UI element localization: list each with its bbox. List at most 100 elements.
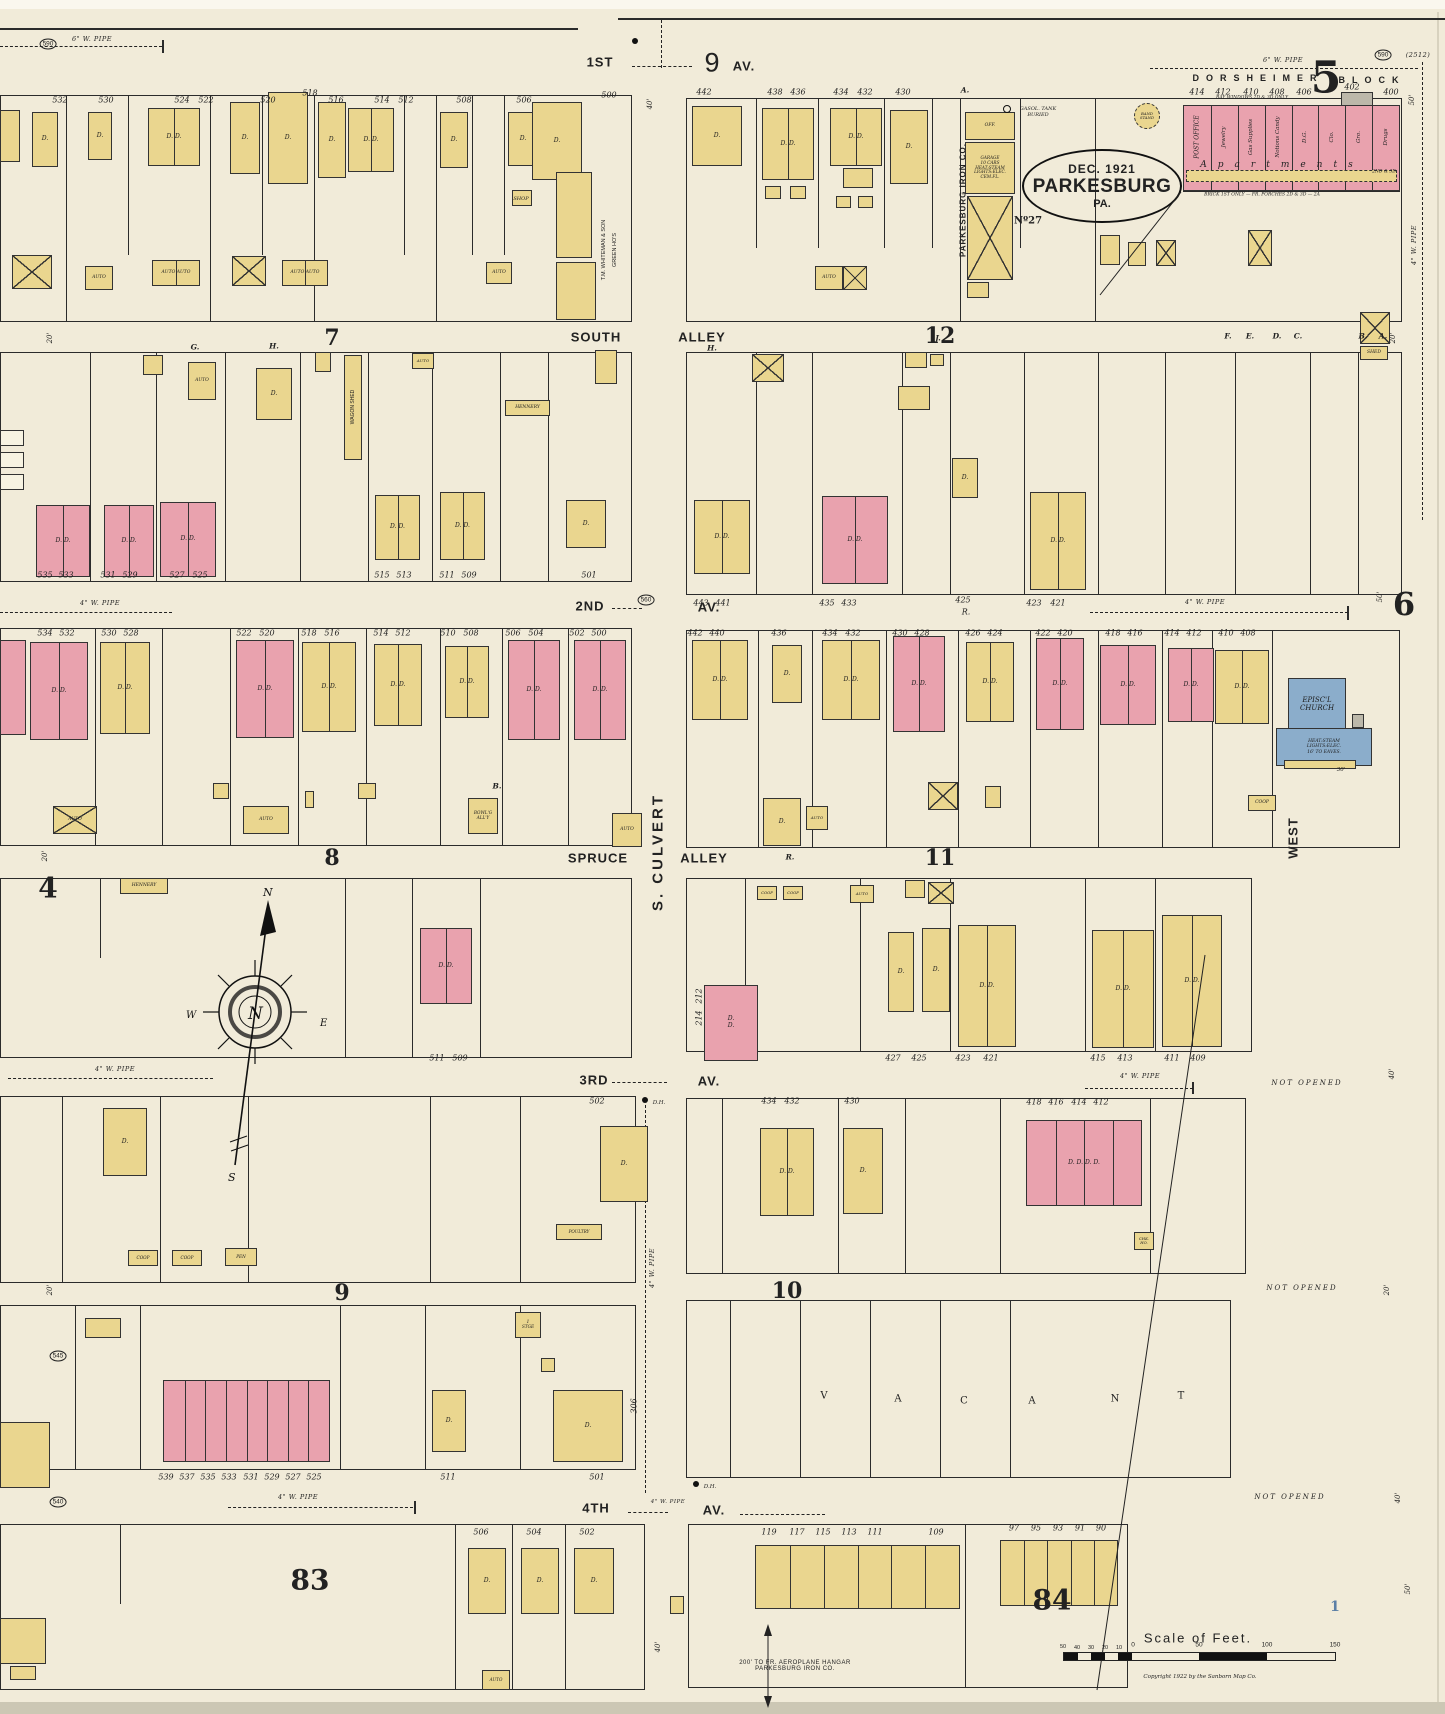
building: BAND STAND (1134, 103, 1160, 129)
lot-line (160, 1096, 162, 1283)
water-pipe-line (228, 1507, 413, 1508)
house-number: 432 (857, 87, 873, 97)
copyright-notice: Copyright 1922 by the Sanborn Map Co. (1143, 1674, 1257, 1680)
lot-line (455, 1524, 457, 1690)
building: D. D. (30, 642, 88, 740)
street-width: 40' (1394, 1492, 1402, 1504)
house-number: 527 (285, 1472, 301, 1482)
block-number-4: 4 (38, 871, 58, 905)
parkesburg-iron-co-label: PARKESBURG IRON CO. (958, 143, 968, 257)
house-number: 424 (987, 628, 1003, 638)
building-unit-divider (1210, 106, 1212, 190)
building-unit-divider (287, 1381, 289, 1461)
building-unit-divider (125, 643, 126, 733)
building (1248, 230, 1272, 266)
house-number: 516 (328, 95, 344, 105)
building (0, 1422, 50, 1488)
building-unit-divider (1345, 106, 1347, 190)
title-oval: DEC. 1921 PARKESBURG PA. (1022, 149, 1182, 223)
house-number: 500 (591, 628, 607, 638)
building-unit-divider (1318, 106, 1320, 190)
scale-bar-segment (1105, 1653, 1118, 1660)
building: AUTO AUTO (152, 260, 200, 286)
lot-line (504, 95, 506, 255)
building: COOP (1248, 795, 1276, 811)
building-label: HENNERY (131, 883, 157, 889)
lot-line (230, 628, 232, 846)
building-unit-divider (1058, 493, 1059, 589)
city-block (686, 878, 1252, 1052)
building-label: AUTO (822, 275, 836, 281)
house-number: 412 (1215, 87, 1231, 97)
wagon-shed-label: WAGON SHED (350, 389, 356, 425)
water-pipe-label: 4" W. PIPE (1185, 598, 1225, 606)
lot-letter: B. (1358, 331, 1368, 341)
building: D. D. (966, 642, 1014, 722)
lot-line (120, 1524, 122, 1604)
house-number: 109 (928, 1527, 944, 1537)
building-unit-divider (823, 1546, 825, 1608)
lot-line (502, 628, 504, 846)
street-width: 50' (1376, 591, 1384, 603)
house-number: 412 (1186, 628, 1202, 638)
utility-marker: 590 (1374, 49, 1392, 61)
house-number: 535 (200, 1472, 216, 1482)
building (985, 786, 1001, 808)
building: D. (763, 798, 801, 846)
building-unit-divider (267, 1381, 269, 1461)
street-name-4th-av: 4TH (582, 1500, 610, 1516)
lot-line (300, 352, 302, 582)
whiteman-greenhouse-label: T.M. WHITEMAN & SON (601, 219, 607, 281)
lot-line (886, 630, 888, 848)
building: D. D. (694, 500, 750, 574)
city-block (686, 352, 1402, 595)
lot-line (128, 95, 130, 255)
lot-line (100, 878, 102, 958)
house-number: 410 (1243, 87, 1259, 97)
house-number: 501 (589, 1472, 605, 1482)
scale-bar-segment (1118, 1653, 1132, 1660)
building (843, 168, 873, 188)
lot-line (548, 352, 550, 582)
building: D. D. (574, 640, 626, 740)
building (1360, 312, 1390, 344)
building-label: D. (241, 133, 249, 141)
water-pipe-line (612, 608, 642, 609)
street-name-3rd-av: AV. (697, 1073, 721, 1089)
house-number: 214 (694, 1010, 704, 1026)
building-unit-divider (856, 109, 857, 165)
lot-line (66, 95, 68, 322)
building-label: D. D. (117, 683, 133, 691)
house-number: 506 (516, 95, 532, 105)
water-pipe-line (1090, 612, 1348, 613)
building-label: D. D. (121, 536, 137, 544)
building (358, 783, 376, 799)
building: D. D. (958, 925, 1016, 1047)
building (0, 1618, 46, 1664)
house-number: 414 (1071, 1097, 1087, 1107)
building: D. D. (830, 108, 882, 166)
house-number: 416 (1048, 1097, 1064, 1107)
building-unit-divider (919, 637, 920, 731)
building-label: D. (536, 1576, 544, 1584)
house-number: 506 (473, 1527, 489, 1537)
building: D. (952, 458, 978, 498)
city-block (0, 1096, 636, 1283)
street-name-south-alley: ALLEY (678, 329, 726, 345)
house-number: 306 (629, 1398, 639, 1414)
building (10, 1666, 36, 1680)
lot-line (722, 1098, 724, 1274)
building: D. D. (1168, 648, 1214, 722)
building: D. D. (375, 495, 420, 560)
lot-line (618, 18, 1445, 20)
building-unit-divider (59, 643, 60, 739)
building: D. D. (1092, 930, 1154, 1048)
house-number: 510 (440, 628, 456, 638)
building: AUTO (612, 813, 642, 847)
building: D. (922, 928, 950, 1012)
building-label: D. (783, 669, 791, 677)
building: D. D. (1215, 650, 1269, 724)
house-number: 442 (687, 628, 703, 638)
lot-letter: F. (1224, 331, 1232, 341)
house-number: 119 (761, 1527, 777, 1537)
